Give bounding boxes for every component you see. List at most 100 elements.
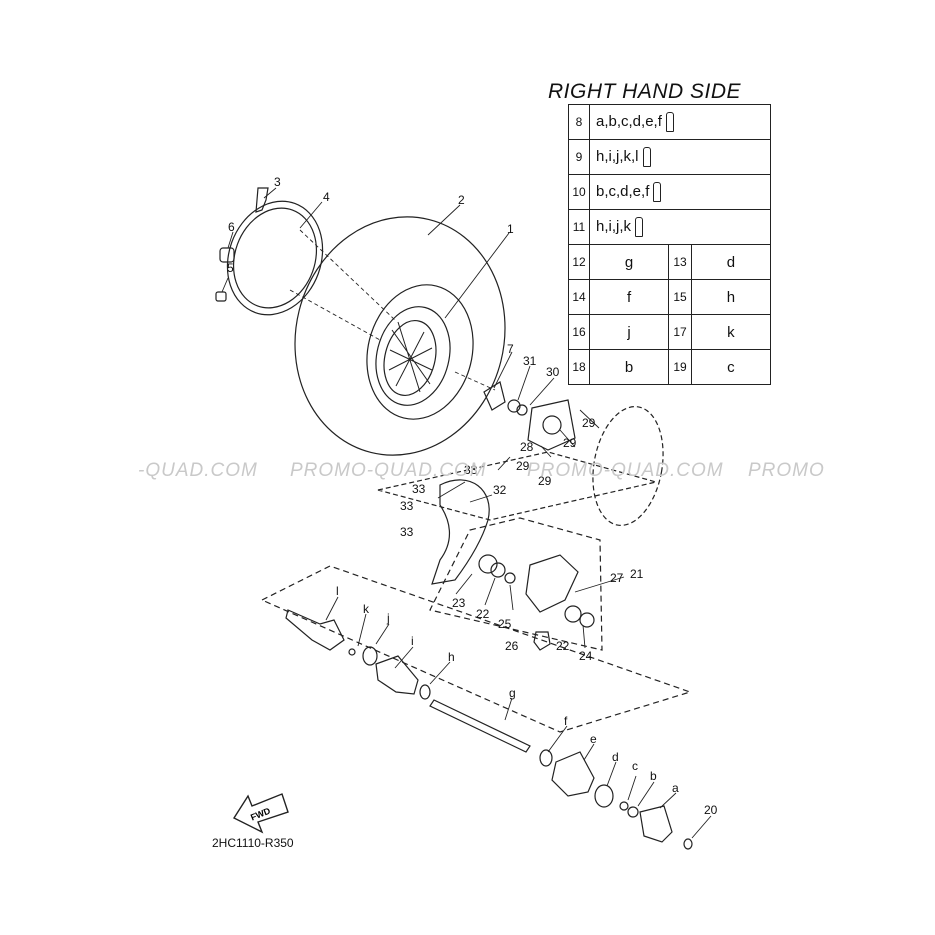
parts-legend-table: 8 a,b,c,d,e,f 9 h,i,j,k,l 10 b,c,d,e,f 1… (568, 104, 772, 385)
callout: 33 (412, 482, 426, 496)
legend-number: 12 (568, 244, 590, 280)
fwd-arrow-icon (232, 793, 289, 834)
callout: 7 (507, 342, 514, 356)
callout: e (590, 732, 597, 746)
drive-shaft-g (429, 699, 531, 753)
legend-parts: h,i,j,k,l (589, 139, 771, 175)
callout: 31 (523, 354, 537, 368)
valve-stem (255, 187, 269, 213)
washer-30 (516, 404, 528, 416)
oil-seal-23 (478, 554, 498, 574)
callout: 32 (493, 483, 507, 497)
tire-inner (366, 284, 474, 420)
callout: 28 (520, 440, 534, 454)
legend-parts-text: h,i,j,k,l (596, 147, 639, 165)
callout: 23 (452, 596, 466, 610)
watermark-text: PROMO (748, 460, 825, 481)
callout: h (448, 650, 455, 664)
bearing-22b (564, 605, 582, 623)
grease-tube-icon (642, 147, 651, 167)
legend-value: f (588, 279, 670, 315)
fwd-label: FWD (249, 805, 272, 822)
legend-number: 15 (668, 279, 692, 315)
legend-row: 8 a,b,c,d,e,f (568, 104, 771, 140)
grease-tube-icon (635, 217, 644, 237)
grease-tube-icon (665, 112, 674, 132)
legend-row: 18 b 19 c (568, 349, 772, 385)
callout: 22 (476, 607, 490, 621)
callout: j (386, 611, 390, 625)
callout: 24 (579, 649, 593, 663)
leader-lines (221, 187, 712, 839)
callout: 4 (323, 190, 330, 204)
legend-value: j (588, 314, 670, 350)
legend-value: b (588, 349, 670, 385)
legend-parts-text: b,c,d,e,f (596, 182, 650, 200)
hub-nut (483, 381, 506, 411)
callout: k (363, 602, 370, 616)
legend-number: 11 (568, 209, 590, 245)
callout: 29 (582, 416, 596, 430)
circlip-b (627, 806, 639, 818)
legend-number: 8 (568, 104, 590, 140)
inner-joint (285, 609, 345, 651)
legend-parts: b,c,d,e,f (589, 174, 771, 210)
callout: g (509, 686, 516, 700)
steering-knuckle (525, 554, 579, 613)
callout: 29 (538, 474, 552, 488)
legend-parts-text: h,i,j,k (596, 217, 632, 235)
collar-bolt (219, 247, 235, 263)
legend-row: 9 h,i,j,k,l (568, 139, 771, 175)
band-f (539, 749, 553, 767)
callout: 25 (498, 617, 512, 631)
guard-box (377, 451, 657, 521)
ball-joint (533, 631, 551, 651)
clip-c (619, 801, 629, 811)
callout: 20 (704, 803, 718, 817)
legend-number: 9 (568, 139, 590, 175)
spacer-25 (504, 572, 516, 584)
callout: 3 (274, 175, 281, 189)
legend-parts: h,i,j,k (589, 209, 771, 245)
legend-number: 19 (668, 349, 692, 385)
band-h (419, 684, 431, 700)
callout: 33 (464, 463, 478, 477)
legend-parts: a,b,c,d,e,f (589, 104, 771, 140)
callout: f (564, 714, 568, 728)
callout: 22 (556, 639, 570, 653)
callout: d (612, 750, 619, 764)
skid-guard (431, 479, 490, 585)
page-title: RIGHT HAND SIDE (548, 80, 742, 103)
callout: 6 (228, 220, 235, 234)
callout: i (411, 634, 414, 648)
legend-number: 13 (668, 244, 692, 280)
callout: 26 (505, 639, 519, 653)
legend-number: 17 (668, 314, 692, 350)
watermark-text: PROMO-QUAD.COM (527, 460, 724, 481)
legend-row: 11 h,i,j,k (568, 209, 771, 245)
tire (294, 216, 506, 456)
outer-joint-a (639, 805, 673, 843)
callout: 21 (630, 567, 644, 581)
callout: 5 (227, 261, 234, 275)
band-d (594, 784, 614, 808)
callout: 33 (400, 499, 414, 513)
oil-seal-24 (579, 612, 595, 628)
wheel-rim-inner (383, 320, 437, 396)
legend-value: h (690, 279, 772, 315)
legend-number: 14 (568, 279, 590, 315)
legend-row: 16 j 17 k (568, 314, 772, 350)
clip-k (348, 648, 356, 656)
clip-20 (683, 838, 693, 850)
wheel-spokes (388, 321, 433, 393)
callout: l (336, 584, 339, 598)
callout: 30 (546, 365, 560, 379)
alignment-lines (289, 229, 496, 391)
hub-center (542, 415, 562, 435)
legend-number: 16 (568, 314, 590, 350)
wheel-hub (527, 399, 576, 451)
beadlock-ring-inner (232, 207, 318, 309)
legend-value: g (588, 244, 670, 280)
grease-tube-icon (653, 182, 662, 202)
boot-i (375, 655, 419, 695)
